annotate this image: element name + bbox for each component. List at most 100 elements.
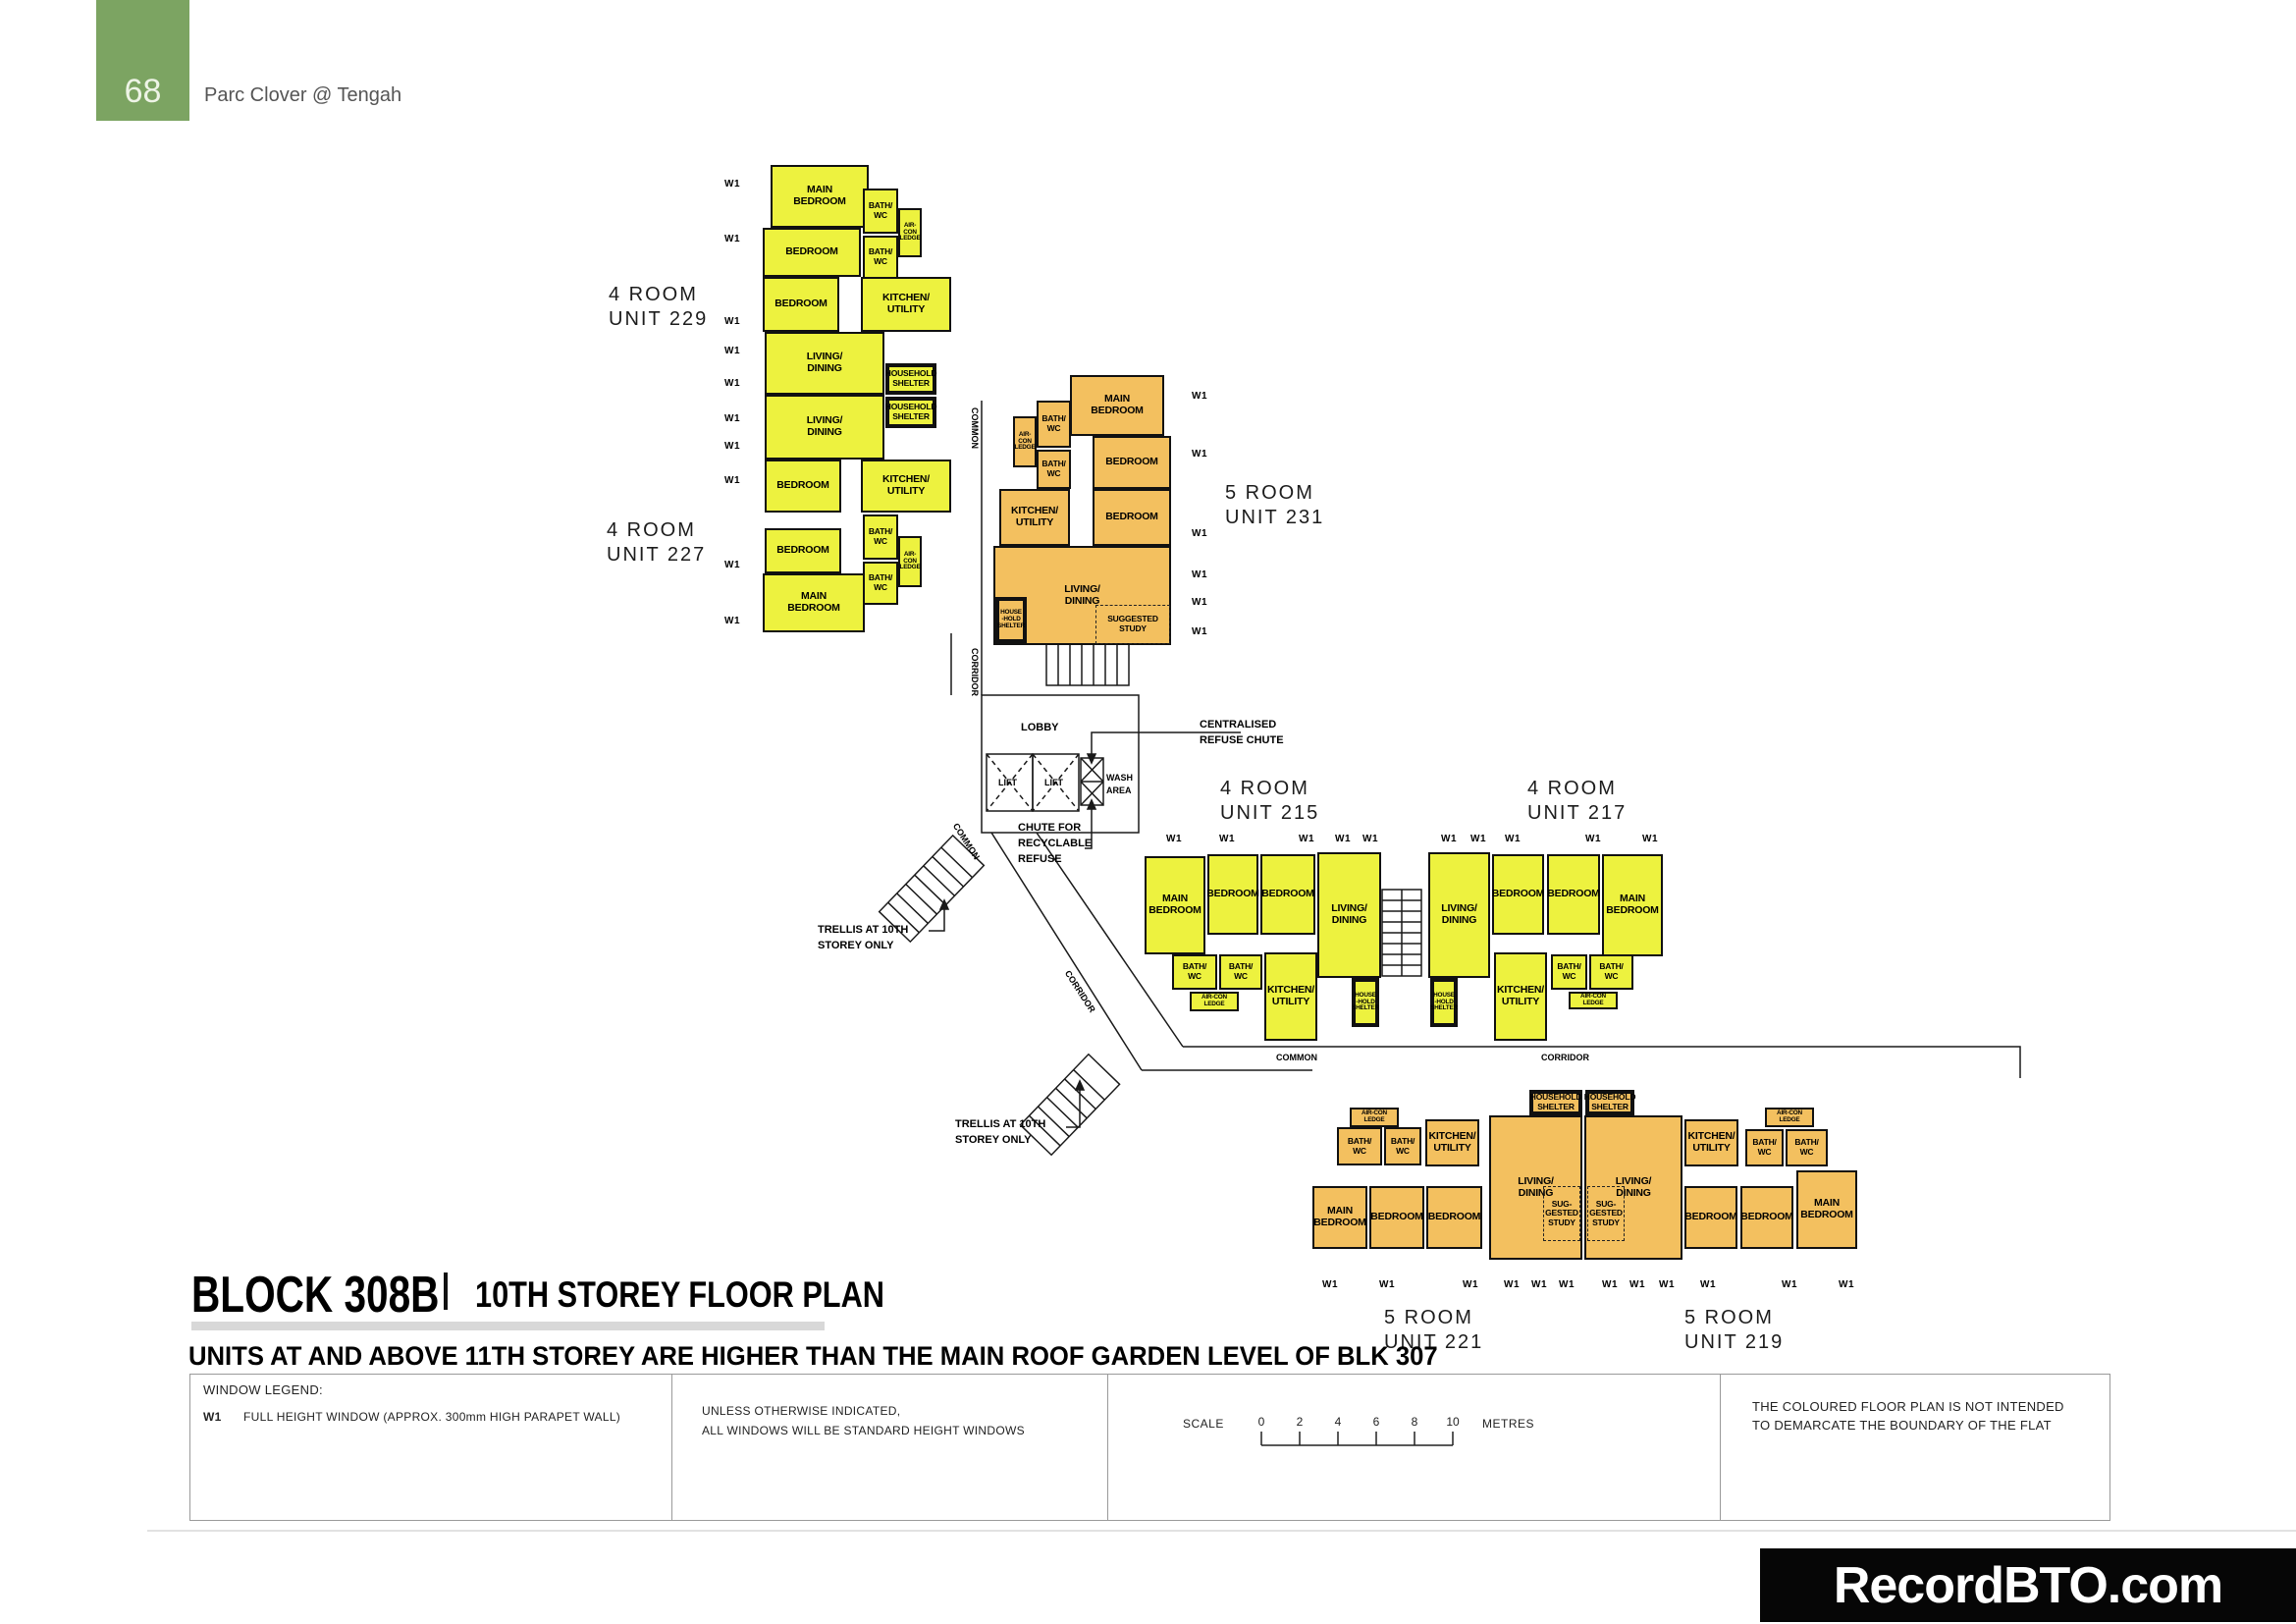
title-separator	[444, 1272, 448, 1310]
room-bedroom-unit-221: BEDROOM	[1426, 1186, 1482, 1249]
room-bedroom-unit-219: BEDROOM	[1740, 1186, 1793, 1249]
room-bath-unit-229: BATH/ WC	[863, 236, 898, 279]
unit-label-215: 4 ROOM UNIT 215	[1220, 778, 1320, 825]
scale-tick: 4	[1334, 1415, 1342, 1429]
unit-label-231: 5 ROOM UNIT 231	[1225, 482, 1325, 529]
room-living-unit-215: LIVING/ DINING	[1317, 852, 1381, 978]
plan-annotation-corridor: CORRIDOR	[1062, 968, 1097, 1015]
leader-arrow	[1086, 798, 1097, 810]
leader-arrow	[1074, 1079, 1086, 1091]
room-bedroom-unit-231: BEDROOM	[1093, 436, 1171, 489]
w1-marker: W1	[1299, 834, 1314, 844]
scale-ruler	[1260, 1432, 1454, 1446]
room-bedroom-unit-215: BEDROOM	[1206, 854, 1259, 935]
room-bath-unit-231: BATH/ WC	[1037, 401, 1071, 448]
w1-marker: W1	[1629, 1279, 1645, 1290]
w1-marker: W1	[1335, 834, 1351, 844]
w1-marker: W1	[1192, 391, 1207, 402]
scale-unit: METRES	[1482, 1417, 1535, 1431]
w1-marker: W1	[1700, 1279, 1716, 1290]
room-bedroom-unit-219: BEDROOM	[1684, 1186, 1737, 1249]
storey-note: UNITS AT AND ABOVE 11TH STOREY ARE HIGHE…	[188, 1341, 1438, 1371]
room-bath-unit-227: BATH/ WC	[863, 562, 898, 605]
room-bedroom-unit-227: BEDROOM	[765, 460, 841, 513]
room-air-unit-221: AIR-CON LEDGE	[1350, 1108, 1399, 1127]
room-household-unit-227: HOUSEHOLD SHELTER	[885, 397, 936, 428]
room-household-unit-221: HOUSEHOLD SHELTER	[1529, 1090, 1582, 1115]
room-bedroom-unit-229: BEDROOM	[763, 228, 861, 277]
windows-note-line1: UNLESS OTHERWISE INDICATED,	[702, 1404, 901, 1418]
legend-box	[189, 1374, 2110, 1521]
scale-tick: 10	[1446, 1415, 1460, 1429]
w1-marker: W1	[724, 346, 740, 356]
w1-marker: W1	[1505, 834, 1521, 844]
room-kitchen-unit-215: KITCHEN/ UTILITY	[1264, 952, 1317, 1041]
unit-label-221: 5 ROOM UNIT 221	[1384, 1307, 1484, 1354]
scale-tick: 0	[1257, 1415, 1265, 1429]
unit-label-227: 4 ROOM UNIT 227	[607, 519, 707, 567]
room-bath-unit-219: BATH/ WC	[1745, 1129, 1784, 1166]
room-air-unit-215: AIR-CON LEDGE	[1190, 992, 1239, 1011]
room-household-unit-229: HOUSEHOLD SHELTER	[885, 363, 936, 395]
legend-divider	[1720, 1374, 1721, 1521]
room-living-unit-217: LIVING/ DINING	[1428, 852, 1490, 978]
w1-marker: W1	[1322, 1279, 1338, 1290]
title-underline	[191, 1322, 825, 1330]
stairs	[1381, 889, 1422, 977]
room-living-unit-227: LIVING/ DINING	[765, 395, 884, 460]
plan-annotation-common: COMMON	[970, 407, 980, 449]
boundary-note-line2: TO DEMARCATE THE BOUNDARY OF THE FLAT	[1752, 1418, 2052, 1433]
plan-annotation-lift: LIFT	[998, 778, 1017, 787]
room-house-unit-217: HOUSE -HOLD SHELTER	[1430, 978, 1458, 1027]
block-title: BLOCK 308B	[191, 1267, 440, 1324]
plan-annotation-chute: CHUTE FOR RECYCLABLE REFUSE	[1018, 822, 1093, 865]
room-bath-unit-217: BATH/ WC	[1589, 954, 1633, 990]
w1-marker: W1	[724, 234, 740, 244]
w1-marker: W1	[724, 441, 740, 452]
room-air-unit-217: AIR-CON LEDGE	[1569, 992, 1618, 1009]
plan-annotation-trellis: TRELLIS AT 10TH STOREY ONLY	[955, 1118, 1046, 1146]
room-kitchen-unit-221: KITCHEN/ UTILITY	[1425, 1119, 1479, 1166]
refuse-chute-x	[1080, 757, 1104, 806]
room-main-unit-231: MAIN BEDROOM	[1070, 375, 1164, 436]
w1-marker: W1	[1602, 1279, 1618, 1290]
page-number-box: 68	[96, 0, 189, 121]
room-suggested-unit-231: SUGGESTED STUDY	[1095, 605, 1170, 644]
stairs	[1045, 643, 1130, 686]
w1-marker: W1	[1659, 1279, 1675, 1290]
room-bedroom-unit-227: BEDROOM	[765, 528, 841, 573]
leader-arrow	[938, 898, 950, 910]
w1-marker: W1	[1166, 834, 1182, 844]
refuse-chute-box	[1080, 757, 1104, 806]
unit-label-217: 4 ROOM UNIT 217	[1527, 778, 1628, 825]
room-living-unit-219: LIVING/ DINING	[1584, 1115, 1682, 1260]
w1-marker: W1	[1470, 834, 1486, 844]
unit-label-219: 5 ROOM UNIT 219	[1684, 1307, 1785, 1354]
room-sug-unit-219: SUG- GESTED STUDY	[1587, 1186, 1625, 1241]
w1-marker: W1	[724, 560, 740, 570]
room-sug-unit-221: SUG- GESTED STUDY	[1543, 1186, 1580, 1241]
w1-marker: W1	[1192, 528, 1207, 539]
plan-annotation-centralised: CENTRALISED REFUSE CHUTE	[1200, 719, 1284, 746]
w1-marker: W1	[1585, 834, 1601, 844]
room-bath-unit-215: BATH/ WC	[1219, 954, 1262, 990]
w1-marker: W1	[1379, 1279, 1395, 1290]
plan-annotation-corridor: CORRIDOR	[1541, 1053, 1589, 1062]
page-rule	[147, 1530, 2296, 1532]
room-bath-unit-221: BATH/ WC	[1337, 1127, 1382, 1165]
room-bath-unit-219: BATH/ WC	[1786, 1129, 1828, 1166]
w1-marker: W1	[1192, 569, 1207, 580]
w1-marker: W1	[1192, 626, 1207, 637]
scale-tick: 2	[1296, 1415, 1304, 1429]
plan-annotation-common: COMMON	[950, 821, 983, 862]
w1-marker: W1	[1531, 1279, 1547, 1290]
w1-marker: W1	[1192, 449, 1207, 460]
w1-marker: W1	[724, 316, 740, 327]
room-kitchen-unit-219: KITCHEN/ UTILITY	[1684, 1119, 1738, 1166]
room-bedroom-unit-215: BEDROOM	[1260, 854, 1315, 935]
plan-annotation-corridor: CORRIDOR	[970, 648, 980, 696]
room-bedroom-unit-231: BEDROOM	[1093, 489, 1171, 546]
room-main-unit-219: MAIN BEDROOM	[1796, 1170, 1857, 1249]
boundary-note-line1: THE COLOURED FLOOR PLAN IS NOT INTENDED	[1752, 1399, 2064, 1414]
